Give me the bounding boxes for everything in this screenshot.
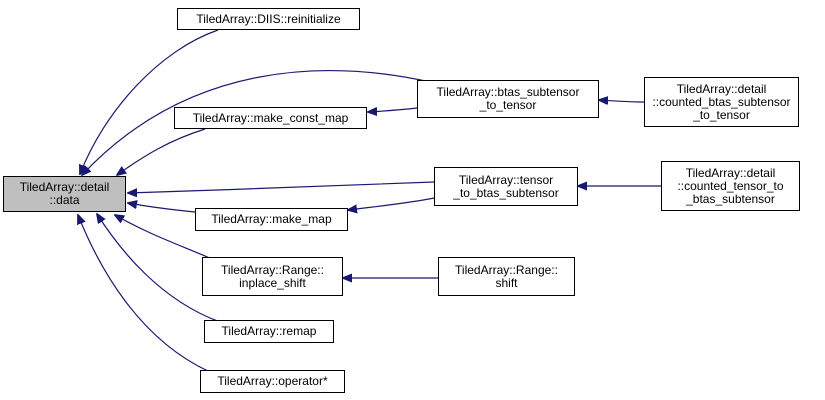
edge-tensor-to-data: [128, 181, 435, 193]
node-make-const-map[interactable]: TiledArray::make_const_map: [174, 107, 367, 129]
node-label-line: TiledArray::btas_subtensor: [436, 85, 580, 99]
node-label-line: TiledArray::Range::: [221, 262, 324, 277]
node-label-line: TiledArray::make_const_map: [192, 110, 349, 125]
node-label-line: TiledArray::detail: [676, 81, 767, 96]
edge-inplace-to-data: [115, 215, 213, 260]
node-label-line: TiledArray::detail: [685, 165, 776, 180]
edge-remap-to-data: [97, 214, 221, 323]
edge-btas-to-data: [82, 70, 431, 175]
node-label-line: _btas_subtensor: [686, 191, 775, 206]
node-tensor-to-btas-subtensor[interactable]: TiledArray::tensor _to_btas_subtensor: [434, 167, 578, 206]
node-label-line: _to_btas_subtensor: [453, 185, 559, 200]
node-label-line: inplace_shift: [239, 275, 306, 290]
node-label-line: shift: [495, 275, 518, 290]
node-make-map[interactable]: TiledArray::make_map: [195, 208, 348, 231]
node-label-line: TiledArray::detail: [19, 180, 110, 194]
edge-btas-to-const-map: [368, 108, 418, 112]
edge-const-map-to-data: [117, 128, 206, 175]
node-diis-reinitialize[interactable]: TiledArray::DIIS::reinitialize: [177, 8, 360, 30]
node-btas-subtensor-to-tensor[interactable]: TiledArray::btas_subtensor _to_tensor: [417, 80, 599, 118]
node-label-line: TiledArray::operator*: [217, 374, 328, 388]
node-counted-btas-subtensor-to-tensor[interactable]: TiledArray::detail ::counted_btas_subten…: [644, 77, 799, 127]
node-label-line: TiledArray::make_map: [211, 212, 332, 226]
node-label-line: TiledArray::tensor: [458, 172, 554, 187]
node-label-line: ::counted_btas_subtensor: [652, 94, 791, 109]
node-label-line: TiledArray::DIIS::reinitialize: [196, 11, 341, 26]
node-label-line: _to_tensor: [479, 98, 537, 112]
node-label-line: TiledArray::Range::: [455, 262, 558, 277]
node-counted-tensor-to-btas-subtensor[interactable]: TiledArray::detail ::counted_tensor_to _…: [661, 161, 800, 211]
node-label-line: ::data: [49, 193, 80, 207]
node-remap[interactable]: TiledArray::remap: [204, 320, 334, 343]
node-range-shift[interactable]: TiledArray::Range:: shift: [438, 257, 575, 296]
edge-counted-btas-to-btas: [599, 100, 645, 102]
edge-operator-to-data: [78, 215, 211, 373]
node-label-line: ::counted_tensor_to: [677, 178, 784, 193]
edge-tensor-to-make-map: [348, 197, 435, 210]
edge-make-map-to-data: [128, 203, 196, 213]
edge-diis-to-data: [80, 29, 219, 174]
node-label-line: TiledArray::remap: [221, 324, 317, 338]
node-label-line: _to_tensor: [693, 107, 750, 122]
node-detail-data: TiledArray::detail ::data: [3, 176, 126, 212]
node-range-inplace-shift[interactable]: TiledArray::Range:: inplace_shift: [202, 257, 343, 296]
node-operator-star[interactable]: TiledArray::operator*: [200, 370, 345, 393]
